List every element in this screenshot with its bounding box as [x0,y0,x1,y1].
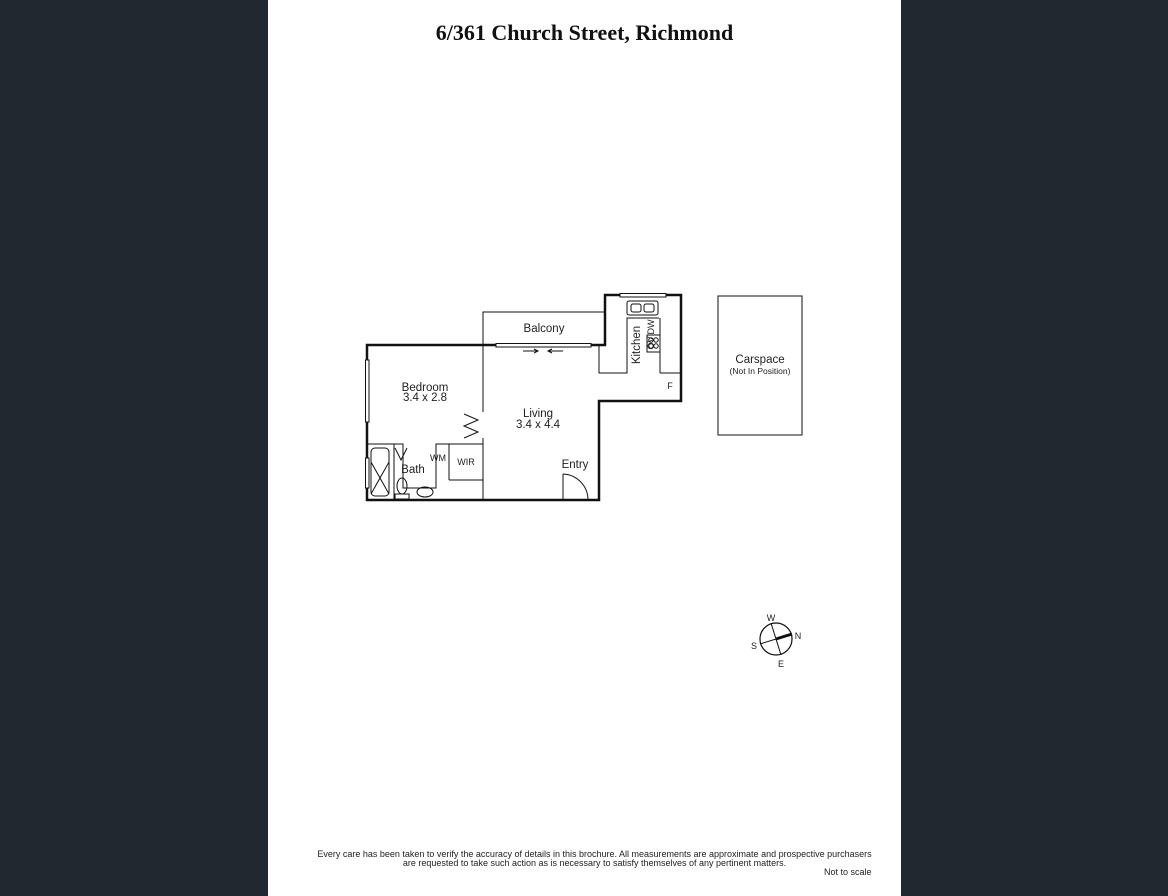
disclaimer: Every care has been taken to verify the … [288,850,901,868]
label-carspace: Carspace [735,354,784,366]
label-oven: OV [646,336,656,349]
burner [648,343,654,349]
sink-bowl-left [630,303,642,313]
basin [416,486,434,498]
sink [626,300,659,316]
compass-north-pointer [775,632,793,641]
bath-vanity-mark [394,447,408,462]
label-bath: Bath [401,464,425,476]
burner [653,343,659,349]
label-living: Living [523,408,553,420]
carspace-outline [717,295,803,436]
label-living-size: 3.4 x 4.4 [516,419,561,431]
burner [653,337,659,343]
plan-title: 6/361 Church Street, Richmond [435,20,734,45]
slide-arrow-left-head [546,348,553,354]
label-bedroom-size: 3.4 x 2.8 [403,392,447,404]
floorplan-drawing: Balcony Bedroom 3.4 x 2.8 Living 3.4 x 4… [365,293,803,669]
slide-arrow-right-head [533,348,540,354]
compass-s: S [751,641,757,651]
label-dishwasher: DW [646,319,656,334]
burner [648,337,654,343]
label-fridge: F [667,381,673,391]
scale-note: Not to scale [824,867,872,877]
label-balcony: Balcony [524,323,565,335]
bath-window-overlay [365,457,370,489]
label-wir: WIR [457,457,475,467]
bathtub-cross-b [370,461,390,495]
cooktop [646,334,661,353]
sink-bowl-right [643,303,655,313]
compass-e: E [778,659,784,669]
floorplan-sheet: 6/361 Church Street, Richmond [268,0,901,896]
label-kitchen: Kitchen [631,326,643,364]
toilet [396,477,408,495]
living-doorway-zigzag [462,413,480,439]
compass: W N S E [751,613,801,669]
label-wm: WM [430,453,446,463]
external-walls [365,293,683,502]
entry-door-swing [562,473,589,501]
disclaimer-line-2: are requested to take such action as is … [402,858,787,868]
kitchen-window-overlay [619,293,667,298]
bedroom-window-overlay [365,359,370,423]
compass-axis-west [759,638,777,645]
balcony-sliding-door-overlay [495,343,592,348]
label-carspace-note: (Not In Position) [730,366,791,376]
label-bedroom: Bedroom [402,382,449,394]
bathtub [370,447,390,497]
disclaimer-line-1: Every care has been taken to verify the … [317,849,872,859]
label-entry: Entry [562,459,589,471]
compass-ring [759,622,793,656]
compass-n: N [795,631,802,641]
compass-w: W [767,613,776,623]
toilet-cistern [394,493,410,500]
